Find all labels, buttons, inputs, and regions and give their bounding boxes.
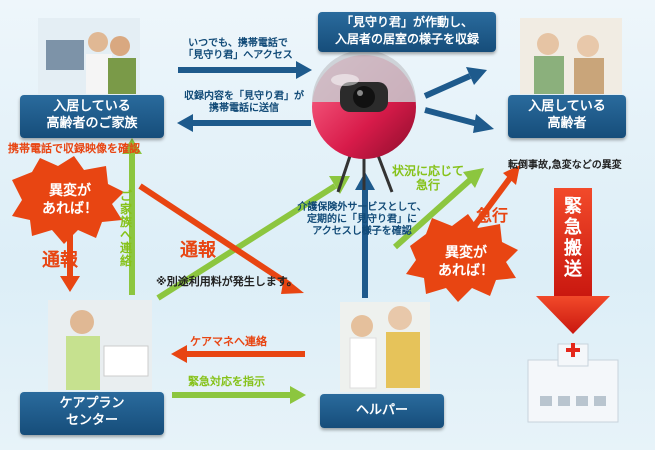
label-contact-family: ご家族へ連絡 (120, 189, 133, 268)
label-instruct: 緊急対応を指示 (188, 375, 265, 388)
emergency-arrow (536, 188, 610, 334)
label-confirm-video: 携帯電話で収録映像を確認 (8, 142, 140, 155)
photo-resident (520, 18, 622, 94)
label-report-left: 通報 (42, 250, 78, 271)
arrow-device-to-resident-lower (424, 107, 494, 133)
label-access: いつでも、携帯電話で 「見守り君」へアクセス (183, 38, 293, 61)
burst-left-text: 異変が あれば！ (42, 183, 98, 217)
burst-left-shape (12, 156, 124, 244)
mimamori-device (312, 50, 416, 193)
node-family-label: 入居している 高齢者のご家族 (46, 99, 138, 131)
photo-helper (340, 302, 430, 392)
node-careplan: ケアプラン センター (20, 392, 164, 435)
hospital-icon (527, 343, 619, 423)
node-family: 入居している 高齢者のご家族 (20, 95, 164, 138)
node-helper-label: ヘルパー (355, 403, 408, 418)
arrow-helper-to-careplan (171, 345, 305, 363)
arrow-rush-to-resident (467, 165, 520, 234)
device-status-box: 「見守り君」が作動し、 入居者の居室の様子を収録 (318, 12, 496, 52)
burst-right-text: 異変が あれば！ (438, 245, 494, 279)
label-report-mid: 通報 (180, 240, 216, 261)
label-contact-caremanager: ケアマネへ連絡 (190, 335, 267, 348)
arrow-access-to-device (178, 61, 312, 79)
arrow-helper-to-resident (393, 168, 484, 250)
label-insurance: 介護保険外サービスとして、 定期的に「見守り君」に アクセスし様子を確認 (297, 202, 427, 237)
label-send: 収録内容を「見守り君」が 携帯電話に送信 (184, 91, 304, 114)
label-as-needed: 状況に応じて 急行 (391, 164, 464, 192)
arrow-careplan-to-helper (172, 386, 306, 404)
node-careplan-label: ケアプラン センター (59, 396, 125, 428)
device-status-text: 「見守り君」が作動し、 入居者の居室の様子を収録 (334, 15, 479, 46)
arrow-device-to-resident-upper (423, 67, 487, 99)
label-accidents: 転倒事故,急変などの異変 (508, 160, 622, 171)
label-extra-fee: ※別途利用料が発生します。 (156, 275, 298, 288)
photo-careplan (48, 300, 152, 390)
burst-right-shape (406, 214, 518, 302)
node-resident-label: 入居している 高齢者 (528, 99, 606, 131)
node-helper: ヘルパー (320, 394, 444, 428)
arrow-report-down (60, 230, 80, 292)
arrow-device-to-family (177, 114, 311, 132)
photo-family (38, 18, 140, 94)
arrow-family-to-helper (138, 183, 304, 294)
arrow-family-up (122, 138, 142, 295)
node-resident: 入居している 高齢者 (508, 95, 626, 138)
label-rush: 急行 (476, 206, 509, 225)
label-emergency: 緊急搬送 (564, 196, 582, 280)
